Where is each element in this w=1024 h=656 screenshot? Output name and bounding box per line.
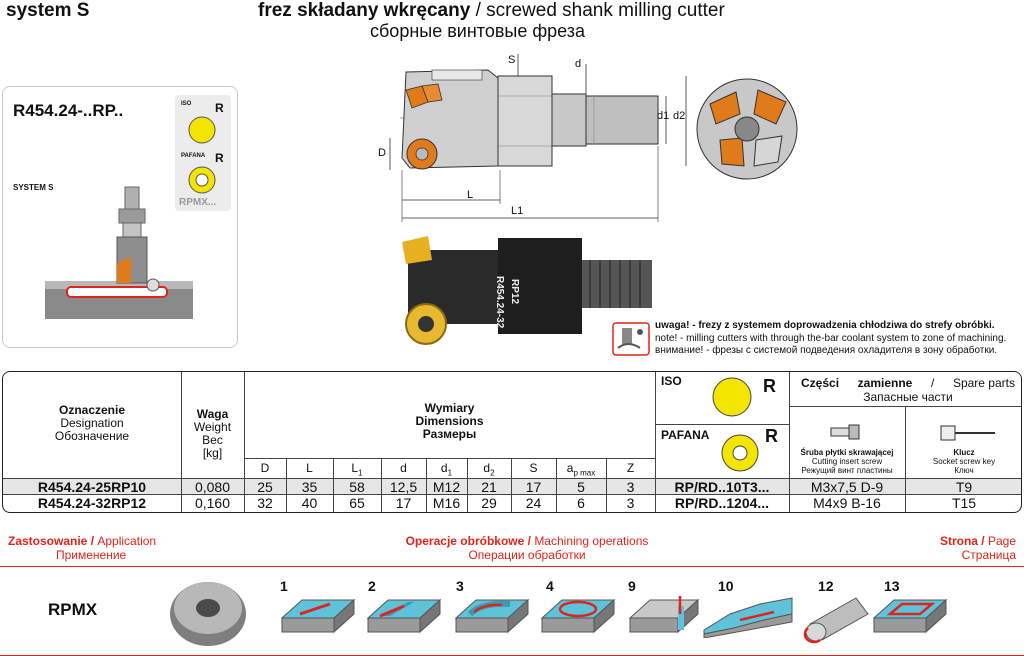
note-line-pl: uwaga! - frezy z systemem doprowadzenia … [655, 320, 995, 331]
insert-badge-panel: ISO R PAFANA R RPMX... [175, 95, 231, 211]
photo-label-line1: R454.24-32 [494, 276, 505, 329]
op-slot-milling-icon [366, 598, 442, 634]
col-Z: Z [626, 461, 635, 475]
col-d1: d1 [440, 461, 453, 478]
col-D: D [260, 461, 270, 475]
table-iso-label: ISO [661, 374, 682, 388]
badge-iso-r: R [215, 101, 224, 115]
header-designation: Oznaczenie Designation Обозначение [54, 403, 130, 443]
pafana-insert-icon [188, 166, 216, 194]
spare-parts-header: Części zamienne / Spare parts Запасные ч… [801, 376, 1015, 404]
op-face-milling-icon [280, 598, 356, 634]
coolant-note: uwaga! - frezy z systemem doprowadzenia … [655, 320, 1006, 358]
iso-insert-icon [188, 116, 216, 144]
coolant-icon [612, 322, 650, 356]
table-pafana-r: R [765, 426, 778, 446]
dim-L-label: L [467, 189, 474, 201]
op-circular-milling-icon [540, 598, 616, 634]
insert-screw-icon [830, 424, 860, 440]
op-plunge-milling-icon [628, 596, 700, 634]
operation-number: 13 [884, 578, 900, 594]
cutter-end-view [696, 78, 798, 180]
table-pafana-label: PAFANA [661, 428, 710, 442]
screw-caption: Śruba płytki skrawającej Cutting insert … [800, 448, 894, 475]
product-card: R454.24-..RP.. SYSTEM S ISO R PAFANA R R… [2, 86, 238, 348]
dim-d2-label: d2 [673, 110, 686, 122]
operation-number: 1 [280, 578, 288, 594]
operation-number: 9 [628, 578, 636, 594]
col-d: d [400, 461, 407, 475]
table-iso-insert-icon [712, 377, 752, 417]
application-label: Zastosowanie / Application Применение [8, 534, 157, 562]
title-en: screwed shank milling cutter [486, 0, 725, 21]
page-title: frez składany wkręcany / screwed shank m… [258, 0, 725, 22]
operation-number: 3 [456, 578, 464, 594]
key-caption: Klucz Socket screw key Ключ [932, 448, 996, 475]
photo-label-line2: RP12 [509, 279, 520, 305]
dim-S-label: S [508, 54, 516, 66]
row-bg-1 [3, 478, 1021, 494]
col-ap-max: ap max [566, 461, 596, 478]
badge-pafana-label: PAFANA [181, 153, 206, 159]
rpmx-insert-icon [170, 582, 246, 646]
title-pl: frez składany wkręcany [258, 0, 471, 21]
col-d2: d2 [483, 461, 495, 478]
header-dimensions: Wymiary Dimensions Размеры [415, 401, 484, 441]
badge-pafana-r: R [215, 151, 224, 165]
op-ramp-milling-icon [703, 597, 793, 638]
col-L1: L1 [351, 461, 363, 478]
socket-key-icon [940, 425, 995, 441]
header-weight: Waga Weight Вес [kg] [193, 407, 232, 460]
cutter-technical-drawing [389, 54, 687, 222]
dim-L1-label: L1 [511, 205, 524, 217]
operation-number: 12 [818, 578, 834, 594]
product-code: R454.24-..RP.. [13, 101, 124, 120]
title-ru: сборные винтовые фреза [370, 21, 586, 41]
operation-number: 2 [368, 578, 376, 594]
operations-label: Operacje obróbkowe / Machining operation… [405, 534, 649, 562]
dim-D-label: D [378, 147, 386, 159]
dim-d1-label: d1 [657, 110, 670, 122]
operation-number: 4 [546, 578, 554, 594]
op-contour-milling-icon [872, 598, 948, 634]
badge-iso-label: ISO [181, 101, 192, 107]
col-S: S [529, 461, 538, 475]
system-label: SYSTEM S [13, 183, 54, 192]
insert-name: RPMX [48, 600, 98, 619]
table-pafana-insert-icon [721, 434, 759, 472]
specification-table: Oznaczenie Designation Обозначение Waga … [2, 371, 1022, 513]
system-title: system S [6, 0, 90, 21]
badge-insert-type: RPMX... [179, 197, 217, 208]
dim-d-label: d [575, 58, 582, 70]
operation-number: 10 [718, 578, 734, 594]
op-pocket-milling-icon [454, 598, 530, 634]
machining-illustration [45, 186, 193, 319]
title-separator: / [470, 0, 487, 21]
page-label: Strona / Page Страница [939, 534, 1016, 562]
op-turn-milling-icon [803, 597, 869, 644]
table-iso-r: R [763, 376, 776, 396]
note-line-en: note! - milling cutters with through the… [655, 332, 1007, 344]
col-L: L [306, 461, 313, 475]
note-line-ru: внимание! - фрезы с системой подведения … [655, 345, 998, 356]
cutter-photo [402, 236, 652, 345]
